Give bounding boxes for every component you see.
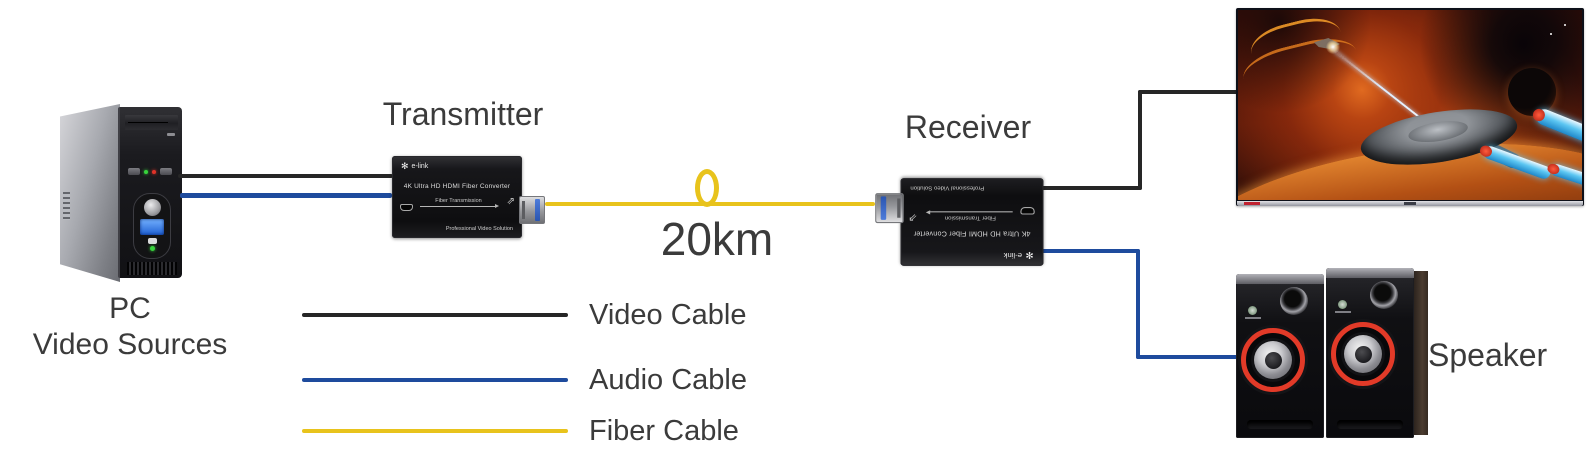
speaker-brand-badge — [1245, 306, 1261, 319]
hdmi-port — [1020, 207, 1035, 215]
legend-row-fiber: Fiber Cable — [302, 414, 739, 448]
video-cable-receiver-to-tv-h1 — [1041, 186, 1142, 190]
pc-knob — [143, 199, 161, 216]
device-brand-text: e-link — [411, 162, 429, 170]
fiber-distance-label: 20km — [660, 213, 774, 265]
signal-arrow-icon: ⇗ — [908, 211, 918, 224]
speaker-left-cabinet — [1236, 274, 1324, 438]
sfp-module — [875, 193, 904, 224]
speakers-illustration — [1236, 268, 1428, 441]
speaker-label: Speaker — [1428, 337, 1548, 373]
pc-optical-drive — [125, 115, 178, 130]
legend-label-fiber: Fiber Cable — [589, 414, 739, 447]
audio-cable-receiver-to-speaker-v — [1136, 249, 1140, 359]
sfp-module — [519, 196, 545, 224]
pc-power-buttons — [128, 167, 176, 176]
tv-bottom-bezel — [1237, 201, 1583, 206]
pc-pod-led — [149, 246, 155, 251]
hdmi-port — [400, 204, 413, 211]
woofer — [1331, 322, 1395, 386]
pc-lcd-display — [140, 219, 164, 235]
tv-screen-space-scene — [1238, 10, 1582, 200]
pc-pod-button — [147, 238, 157, 244]
audio-cable-pc-to-transmitter — [180, 193, 392, 198]
eclipsed-planet — [1508, 68, 1556, 116]
pc-red-led — [152, 169, 156, 174]
woofer — [1241, 328, 1305, 392]
pc-side-vents — [63, 192, 70, 220]
stars — [1564, 24, 1566, 26]
legend-line-audio — [302, 378, 568, 382]
device-brand-text: e-link — [1003, 251, 1022, 259]
video-cable-receiver-to-tv-h2 — [1138, 90, 1238, 94]
e-link-logo-icon: ✻ — [401, 161, 409, 171]
bass-port — [1337, 420, 1403, 429]
pc-green-led — [144, 169, 148, 174]
device-brand: ✻ e-link — [1003, 249, 1034, 261]
speaker-wood-side — [1414, 271, 1428, 435]
tv-control-sensor — [1404, 202, 1416, 205]
audio-cable-receiver-to-speaker-h1 — [1041, 249, 1140, 253]
transmitter-device: ✻ e-link 4K Ultra HD HDMI Fiber Converte… — [392, 156, 545, 238]
speaker-right-cabinet — [1326, 268, 1414, 438]
tweeter — [1280, 287, 1308, 315]
fiber-cable-loop — [695, 169, 719, 207]
legend-line-video — [302, 313, 568, 317]
transmitter-title: Transmitter — [382, 96, 544, 132]
audio-cable-receiver-to-speaker-h2 — [1136, 355, 1238, 359]
tv-brand-logo — [1244, 202, 1260, 205]
tv-display — [1236, 8, 1584, 206]
signal-arrow-icon: ⇗ — [506, 196, 515, 207]
video-cable-pc-to-transmitter — [178, 174, 393, 178]
pc-label: PC Video Sources — [5, 291, 255, 363]
device-footer-text: Professional Video Solution — [910, 184, 985, 191]
device-footer-text: Professional Video Solution — [445, 226, 513, 232]
device-model-text: 4K Ultra HD HDMI Fiber Converter — [913, 229, 1031, 237]
speaker-brand-badge — [1335, 300, 1351, 313]
pc-side-panel — [60, 104, 120, 282]
legend-label-video: Video Cable — [589, 298, 747, 331]
device-link-label: Fiber Transmission — [944, 214, 996, 221]
device-brand: ✻ e-link — [401, 161, 429, 171]
legend-row-audio: Audio Cable — [302, 363, 747, 397]
video-cable-receiver-to-tv-v — [1138, 90, 1142, 190]
device-model-text: 4K Ultra HD HDMI Fiber Converter — [403, 183, 511, 190]
pc-front-control-pod — [133, 193, 171, 259]
pc-label-line1: PC — [109, 292, 151, 325]
device-link-label: Fiber Transmission — [435, 198, 482, 204]
tweeter — [1370, 281, 1398, 309]
legend-row-video: Video Cable — [302, 298, 746, 332]
legend-label-audio: Audio Cable — [589, 363, 747, 396]
pc-label-line2: Video Sources — [32, 328, 228, 361]
receiver-device: ✻ e-link 4K Ultra HD HDMI Fiber Converte… — [875, 178, 1044, 266]
fiber-link-arrow — [420, 204, 499, 208]
legend-line-fiber — [302, 429, 568, 433]
pc-tower-illustration — [60, 104, 182, 282]
pc-front-panel — [118, 107, 182, 278]
receiver-title: Receiver — [904, 109, 1032, 145]
bass-port — [1247, 420, 1313, 429]
fiber-link-arrow — [928, 211, 1013, 213]
e-link-logo-icon: ✻ — [1025, 249, 1034, 261]
pc-drive-button — [167, 133, 175, 136]
pc-bottom-grille — [127, 262, 177, 275]
